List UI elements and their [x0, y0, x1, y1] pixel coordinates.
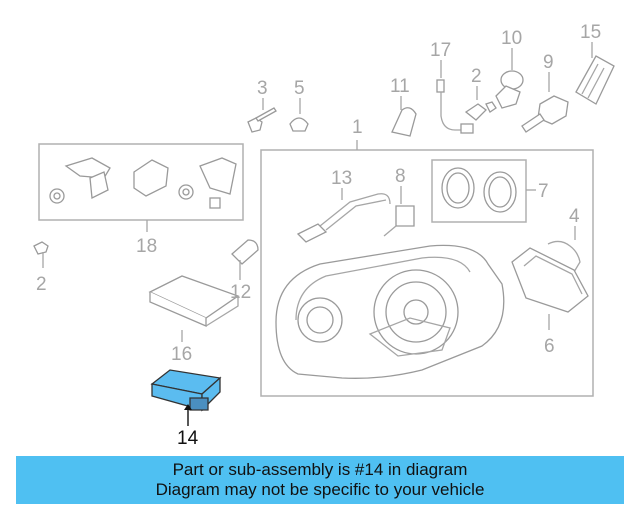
- ballast-part-16: [148, 275, 240, 342]
- callout-11: 11: [390, 76, 410, 97]
- callout-13: 13: [331, 168, 352, 189]
- socket-part-8: [383, 186, 415, 237]
- bulb-part-9: [521, 72, 569, 133]
- highlighted-part-14[interactable]: [150, 369, 222, 426]
- bulb-part-12: [231, 239, 259, 280]
- callout-18: 18: [136, 236, 157, 257]
- callout-14: 14: [177, 428, 199, 449]
- callout-9: 9: [543, 52, 554, 73]
- cover-part-6: [511, 247, 589, 330]
- info-banner: Part or sub-assembly is #14 in diagram D…: [16, 456, 624, 504]
- socket-part-2-upper: [464, 86, 497, 121]
- banner-line-part-number: Part or sub-assembly is #14 in diagram: [172, 460, 468, 479]
- callout-3: 3: [257, 78, 268, 99]
- clip-part-5: [289, 98, 309, 132]
- callout-8: 8: [395, 166, 406, 187]
- banner-line-disclaimer: Diagram may not be specific to your vehi…: [155, 480, 485, 499]
- bulb-part-11: [391, 96, 417, 137]
- adjuster-ring-frame: [431, 159, 527, 223]
- headlamp-housing: [275, 244, 505, 379]
- callout-17: 17: [430, 40, 451, 61]
- adjuster-rings-part-7: [441, 167, 517, 213]
- callout-15: 15: [580, 22, 601, 43]
- callout-4: 4: [569, 206, 580, 227]
- callout-5: 5: [294, 78, 305, 99]
- wiring-part-13: [296, 188, 391, 243]
- callout-12: 12: [230, 282, 251, 303]
- callout-1: 1: [352, 117, 363, 138]
- kit-parts-part-18: [49, 157, 237, 209]
- callout-6: 6: [544, 336, 555, 357]
- screw-part-3: [247, 98, 277, 133]
- callout-10: 10: [501, 28, 522, 49]
- headlamp-assembly-frame: [260, 149, 594, 397]
- bulb-part-10: [495, 48, 524, 109]
- wire-part-4: [547, 226, 581, 273]
- callout-2-lower: 2: [36, 274, 47, 295]
- wire-harness-part-17: [436, 60, 474, 134]
- callout-16: 16: [171, 344, 192, 365]
- callout-7: 7: [538, 181, 549, 202]
- bulb-socket-kit-frame: [38, 143, 244, 221]
- callout-2-upper: 2: [471, 66, 482, 87]
- screw-part-2-lower: [33, 241, 49, 268]
- control-module-part-15: [575, 42, 615, 105]
